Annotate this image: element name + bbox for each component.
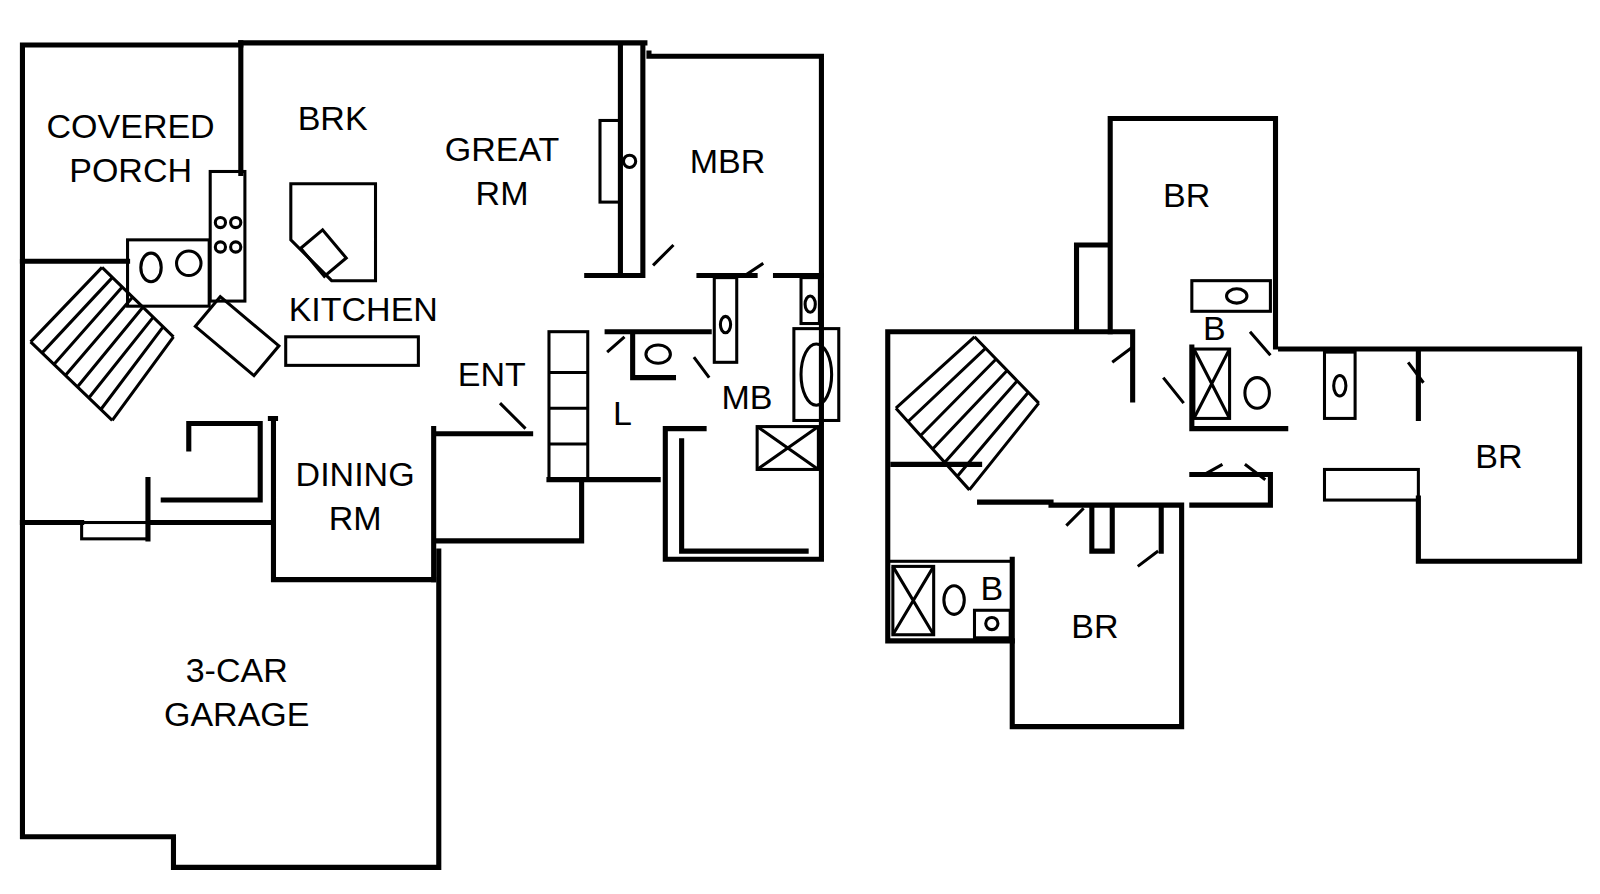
fixtures [31, 120, 1424, 640]
room-label: COVERED PORCH [29, 104, 233, 192]
room-label: ENT [441, 352, 543, 396]
room-label: L [597, 391, 648, 435]
room-label: 3-CAR GARAGE [145, 648, 329, 736]
room-label: MBR [656, 139, 799, 183]
room-label: BRK [271, 96, 393, 140]
walls [22, 43, 1579, 867]
room-label: B [1184, 306, 1245, 350]
room-label: DINING RM [279, 452, 432, 540]
room-label: BR [1438, 434, 1560, 478]
room-label: BR [1126, 173, 1248, 217]
room-label: B [966, 566, 1017, 610]
room-label: BR [1034, 604, 1156, 648]
room-label: KITCHEN [261, 287, 465, 331]
room-label: MB [701, 375, 793, 419]
room-label: GREAT RM [426, 127, 579, 215]
